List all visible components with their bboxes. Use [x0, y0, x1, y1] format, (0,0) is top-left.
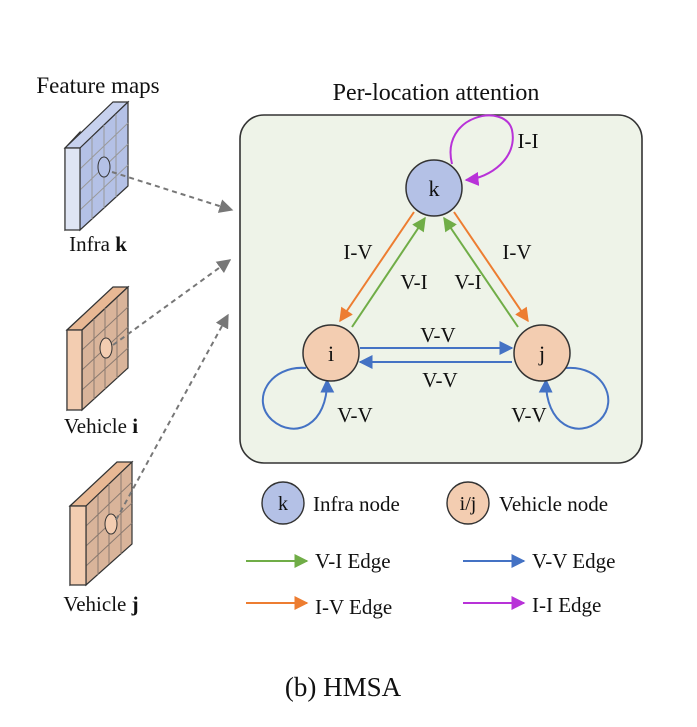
legend-infra-node-label: Infra node — [313, 492, 400, 516]
vi-edge-j-to-k — [443, 216, 519, 328]
legend-vehicle-node-label: Vehicle node — [499, 492, 608, 516]
vv-loop-i-label: V-V — [337, 403, 372, 427]
vv-loop-j-label: V-V — [511, 403, 546, 427]
figure-caption: (b) HMSA — [285, 672, 402, 702]
iv-right-label: I-V — [502, 240, 531, 264]
legend: k Infra node i/j Vehicle node V-I Edge V… — [246, 481, 615, 619]
vehicle-j-location-marker — [104, 513, 118, 535]
vv-bottom-label: V-V — [422, 368, 457, 392]
vv-top-label: V-V — [420, 323, 455, 347]
node-i: i — [302, 324, 360, 382]
legend-vi-edge: V-I Edge — [246, 549, 391, 573]
vi-left-label: V-I — [400, 270, 427, 294]
vehicle-i-location-marker — [99, 337, 113, 359]
vehicle-j-label: Vehicle j — [63, 592, 138, 616]
legend-iv-edge: I-V Edge — [246, 595, 392, 619]
vi-right-label: V-I — [454, 270, 481, 294]
legend-infra-node-symbol: k — [278, 493, 288, 515]
vv-loop-i-edge — [261, 366, 335, 430]
feature-to-attention-arrows — [111, 171, 234, 521]
infra-label: Infra k — [69, 232, 127, 256]
feature-maps-label: Feature maps — [36, 73, 159, 98]
legend-ii-edge: I-I Edge — [463, 593, 601, 617]
iv-edge-k-to-i — [339, 211, 415, 323]
legend-vi-edge-label: V-I Edge — [315, 549, 391, 573]
legend-iv-edge-label: I-V Edge — [315, 595, 392, 619]
legend-vehicle-node-symbol: i/j — [460, 493, 477, 515]
infra-feature-map — [63, 100, 130, 232]
vehicle-i-label: Vehicle i — [64, 414, 138, 438]
ii-edge-label: I-I — [518, 129, 539, 153]
legend-vv-edge-label: V-V Edge — [532, 549, 615, 573]
node-k-label: k — [429, 176, 440, 201]
node-j-label: j — [538, 341, 545, 366]
vehicle-i-feature-map — [65, 285, 130, 412]
node-i-label: i — [328, 341, 334, 366]
ii-loop-edge — [449, 114, 514, 186]
vv-loop-j-edge — [538, 366, 610, 430]
legend-vehicle-node: i/j Vehicle node — [446, 481, 608, 525]
node-k: k — [405, 159, 463, 217]
attention-title: Per-location attention — [333, 80, 540, 106]
iv-edge-k-to-j — [453, 211, 529, 323]
legend-vv-edge: V-V Edge — [463, 549, 615, 573]
iv-left-label: I-V — [343, 240, 372, 264]
infra-location-marker — [97, 156, 111, 178]
node-j: j — [513, 324, 571, 382]
legend-ii-edge-label: I-I Edge — [532, 593, 601, 617]
vehicle-j-feature-map — [68, 460, 134, 587]
legend-infra-node: k Infra node — [261, 481, 400, 525]
vi-edge-i-to-k — [351, 216, 426, 328]
